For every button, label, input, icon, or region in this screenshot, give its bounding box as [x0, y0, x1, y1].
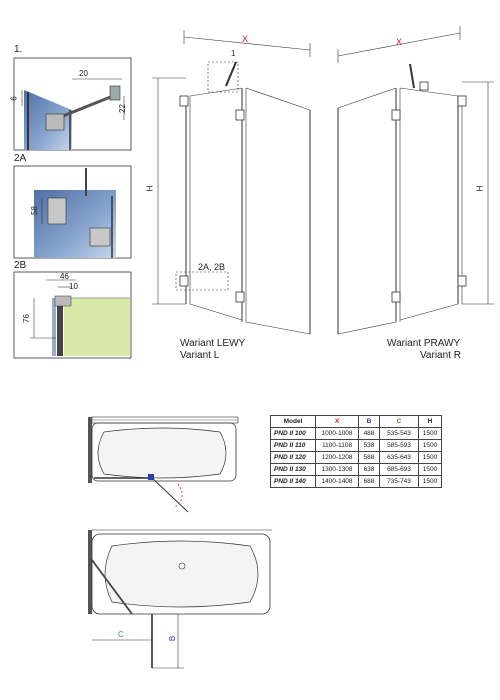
cell-h: 1500 [418, 427, 442, 440]
plan-c-label: C [118, 630, 124, 639]
cell-model: PND II 120 [270, 451, 316, 464]
cell-model: PND II 130 [270, 463, 316, 476]
front-left-h-label: H [145, 185, 155, 192]
cell-x: 1100-1108 [315, 439, 359, 452]
detail-2a [13, 165, 132, 259]
detail-1 [13, 57, 132, 151]
cell-c: 685-693 [379, 463, 419, 476]
cell-h: 1500 [418, 451, 442, 464]
detail-2b-label: 2B [14, 260, 27, 271]
cell-c: 535-543 [379, 427, 419, 440]
detail-2a-label: 2A [14, 153, 27, 164]
table-row: PND II 130 1300-1308 638 685-693 1500 [270, 463, 442, 476]
cell-h: 1500 [418, 463, 442, 476]
front-left-x-label: X [242, 34, 249, 44]
cell-b: 538 [358, 439, 380, 452]
cell-x: 1000-1008 [315, 427, 359, 440]
detail-1-dim-20: 20 [79, 69, 88, 78]
cell-b: 638 [358, 463, 380, 476]
callout-2a-2b: 2A, 2B [198, 262, 226, 272]
variant-right-pl: Wariant PRAWY [387, 338, 461, 349]
front-right-h-label: H [475, 185, 485, 192]
detail-1-dim-6: 6 [9, 96, 19, 101]
variant-left-pl: Wariant LEWY [180, 338, 246, 349]
table-row: PND II 140 1400-1408 688 735-743 1500 [270, 475, 442, 488]
table-row: PND II 100 1000-1008 488 535-543 1500 [270, 427, 442, 440]
detail-1-label: 1. [14, 44, 23, 55]
cell-x: 1400-1408 [315, 475, 359, 488]
front-view-left [152, 30, 311, 335]
plan-view-closed [88, 416, 239, 513]
cell-c: 585-593 [379, 439, 419, 452]
spec-table: Model X B C H PND II 100 1000-1008 488 5… [270, 415, 442, 488]
header-b: B [358, 415, 380, 428]
cell-c: 735-743 [379, 475, 419, 488]
detail-1-dim-22: 22 [117, 104, 127, 113]
table-row: PND II 110 1100-1108 538 585-593 1500 [270, 439, 442, 452]
cell-model: PND II 100 [270, 427, 316, 440]
variant-left-en: Variant L [180, 350, 220, 361]
table-row: PND II 120 1200-1208 588 635-643 1500 [270, 451, 442, 464]
cell-b: 488 [358, 427, 380, 440]
cell-c: 635-643 [379, 451, 419, 464]
plan-view-open [88, 529, 272, 669]
cell-h: 1500 [418, 439, 442, 452]
header-model: Model [270, 415, 316, 428]
front-view-right [337, 26, 494, 335]
detail-2a-dim-58: 58 [29, 206, 39, 215]
cell-b: 588 [358, 451, 380, 464]
cell-x: 1200-1208 [315, 451, 359, 464]
cell-model: PND II 110 [270, 439, 316, 452]
detail-2b-dim-10: 10 [69, 282, 78, 291]
plan-b-label: B [168, 635, 178, 642]
detail-2b [13, 271, 132, 359]
header-h: H [418, 415, 442, 428]
cell-h: 1500 [418, 475, 442, 488]
variant-right-en: Variant R [420, 350, 461, 361]
cell-b: 688 [358, 475, 380, 488]
cell-model: PND II 140 [270, 475, 316, 488]
front-right-x-label: X [396, 37, 403, 47]
header-x: X [315, 415, 359, 428]
spec-table-header: Model X B C H [270, 415, 442, 428]
cell-x: 1300-1308 [315, 463, 359, 476]
callout-1: 1 [231, 49, 236, 58]
detail-2b-dim-46: 46 [60, 272, 69, 281]
detail-2b-dim-76: 76 [21, 314, 31, 323]
header-c: C [379, 415, 419, 428]
